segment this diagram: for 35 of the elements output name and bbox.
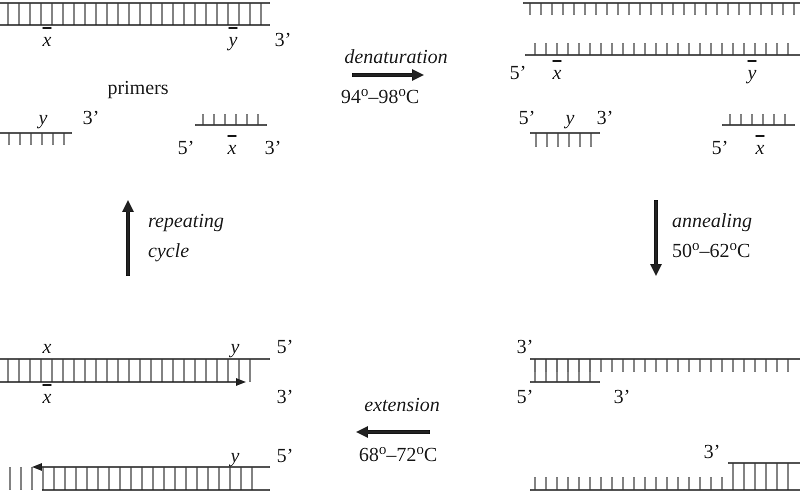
strand-end-label: 3’ xyxy=(614,385,630,410)
strand-end-label: 3’ xyxy=(82,106,100,131)
strand-end-label: 3’ xyxy=(516,335,534,360)
strand-end-label: 3’ xyxy=(276,385,294,410)
sequence-label: y xyxy=(228,28,238,53)
step-label: denaturation xyxy=(344,45,448,70)
sequence-label: x xyxy=(552,61,562,86)
sequence-label: x xyxy=(756,136,764,161)
strand-end-label: 5’ xyxy=(178,136,194,161)
strand-end-label: 5’ xyxy=(712,136,728,161)
sequence-label: y xyxy=(748,61,756,86)
sequence-label: y xyxy=(38,106,48,131)
temperature-label: 94$^{o}$–98$^{o}$C xyxy=(340,82,420,110)
strand-end-label: 5’ xyxy=(510,61,526,86)
strand-end-label: 3’ xyxy=(596,106,614,131)
step-label: annealing xyxy=(672,209,753,234)
step-label: extension xyxy=(364,393,440,418)
sequence-label: y xyxy=(230,335,240,360)
temperature-label: 68$^{o}$–72$^{o}$C xyxy=(358,440,438,468)
strand-end-label: 5’ xyxy=(516,385,534,410)
strand-end-label: 5’ xyxy=(276,335,294,360)
sequence-label: y xyxy=(566,106,574,131)
strand-end-label: 3’ xyxy=(274,28,292,53)
primers-label: primers xyxy=(107,76,169,101)
sequence-label: x xyxy=(42,335,52,360)
strand-end-label: 3’ xyxy=(264,136,282,161)
temperature-label: 50$^{o}$–62$^{o}$C xyxy=(672,236,752,264)
step-label: repeating cycle xyxy=(148,209,225,264)
sequence-label: x xyxy=(42,28,52,53)
sequence-label: y xyxy=(230,444,240,469)
sequence-label: x xyxy=(42,385,52,410)
strand-end-label: 5’ xyxy=(518,106,536,131)
strand-end-label: 5’ xyxy=(276,444,294,469)
strand-end-label: 3’ xyxy=(704,440,720,465)
sequence-label: x xyxy=(228,136,236,161)
